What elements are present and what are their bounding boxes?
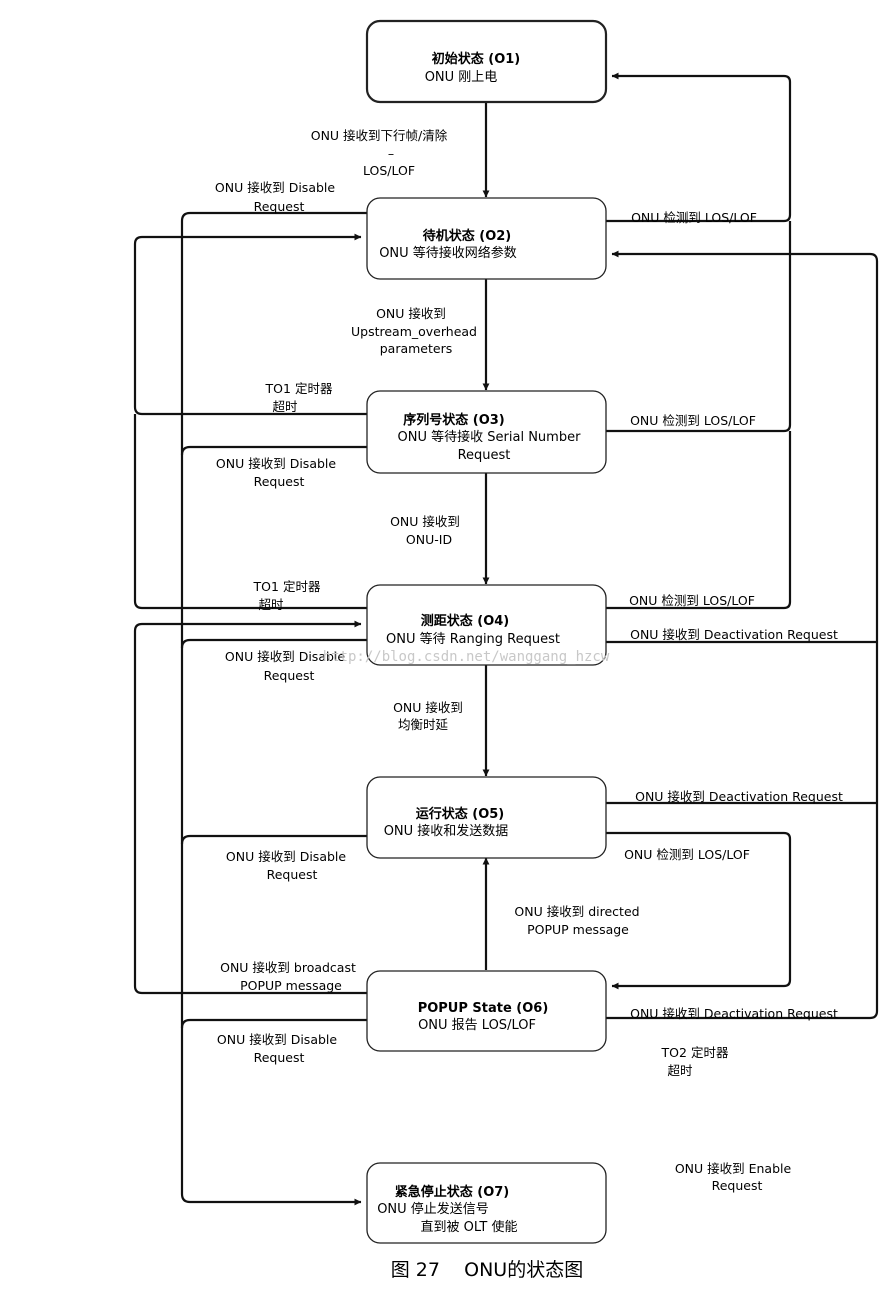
state-o7-box: [366, 1162, 607, 1244]
label-o1-o2-line3: LOS/LOF: [363, 163, 415, 178]
label-to1-2-line1: TO1 定时器: [253, 579, 321, 594]
label-o2-o3-line3: parameters: [380, 341, 453, 356]
state-o2-desc: ONU 等待接收网络参数: [379, 245, 517, 261]
state-o6: POPUP State (O6) ONU 报告 LOS/LOF: [366, 970, 607, 1052]
state-o6-desc: ONU 报告 LOS/LOF: [418, 1018, 536, 1033]
label-o1-o2-line2: –: [388, 146, 394, 161]
label-to1-2-line2: 超时: [258, 597, 284, 612]
label-enable-line2: Request: [712, 1178, 763, 1193]
label-o3-o4-line1: ONU 接收到: [390, 514, 460, 529]
edge-los-o4: [606, 431, 792, 610]
label-deactivation-o4: ONU 接收到 Deactivation Request: [630, 627, 838, 642]
label-o2-o3-line2: Upstream_overhead: [351, 324, 477, 339]
edge-labels: ONU 接收到下行帧/清除 – LOS/LOF ONU 接收到 Disable …: [215, 128, 843, 1193]
label-o3-o4-line2: ONU-ID: [406, 532, 452, 547]
label-disable-3-line1: ONU 接收到 Disable: [225, 649, 345, 664]
state-o1-title: 初始状态 (O1): [432, 51, 521, 67]
label-disable-4-line1: ONU 接收到 Disable: [226, 849, 346, 864]
label-o4-o5-line1: ONU 接收到: [393, 700, 463, 715]
state-o3: 序列号状态 (O3) ONU 等待接收 Serial Number Reques…: [366, 390, 607, 474]
label-directed-line2: POPUP message: [527, 922, 629, 937]
state-o4-title: 测距状态 (O4): [421, 613, 510, 629]
state-o5-title: 运行状态 (O5): [416, 806, 505, 822]
label-o2-o3-line1: ONU 接收到: [376, 306, 446, 321]
label-broadcast-line1: ONU 接收到 broadcast: [220, 960, 356, 975]
state-o4-box: [366, 584, 607, 666]
label-los-o5: ONU 检测到 LOS/LOF: [624, 847, 750, 862]
label-disable-2-line2: Request: [254, 474, 305, 489]
label-los-o4: ONU 检测到 LOS/LOF: [629, 593, 755, 608]
state-o7: 紧急停止状态 (O7) ONU 停止发送信号 直到被 OLT 使能: [366, 1162, 607, 1244]
edge-o5-los-to-o6: [606, 831, 792, 990]
label-los-o2: ONU 检测到 LOS/LOF: [631, 210, 757, 225]
state-o1-box: [365, 19, 608, 104]
watermark-url: http://blog.csdn.net/wanggang_hzcw: [323, 649, 610, 665]
edge-deactivation-to-o2: [606, 250, 879, 1020]
state-o5-box: [366, 776, 607, 859]
state-o5-desc: ONU 接收和发送数据: [384, 823, 509, 839]
label-disable-1-line2: Request: [254, 199, 305, 214]
label-directed-line1: ONU 接收到 directed: [514, 904, 639, 919]
state-o5: 运行状态 (O5) ONU 接收和发送数据: [366, 776, 607, 859]
state-o2-box: [366, 197, 607, 280]
state-o3-desc2: Request: [458, 448, 511, 463]
edge-to1-o4: [133, 414, 367, 610]
edge-los-o3: [606, 221, 792, 433]
edge-disable-o5: [180, 834, 367, 845]
label-disable-4-line2: Request: [267, 867, 318, 882]
state-o1-desc: ONU 刚上电: [425, 70, 498, 85]
label-to1-1-line2: 超时: [272, 399, 298, 414]
state-o7-desc2: 直到被 OLT 使能: [421, 1219, 518, 1235]
state-o7-desc1: ONU 停止发送信号: [377, 1201, 489, 1217]
label-disable-5-line1: ONU 接收到 Disable: [217, 1032, 337, 1047]
state-o2: 待机状态 (O2) ONU 等待接收网络参数: [366, 197, 607, 280]
label-broadcast-line2: POPUP message: [240, 978, 342, 993]
state-o6-box: [366, 970, 607, 1052]
state-o3-title: 序列号状态 (O3): [403, 412, 505, 428]
label-deactivation-o5: ONU 接收到 Deactivation Request: [635, 789, 843, 804]
label-to1-1-line1: TO1 定时器: [265, 381, 333, 396]
state-o7-title: 紧急停止状态 (O7): [395, 1184, 510, 1200]
state-o2-title: 待机状态 (O2): [422, 228, 512, 244]
label-disable-3-line2: Request: [264, 668, 315, 683]
label-enable-line1: ONU 接收到 Enable: [675, 1161, 792, 1176]
state-o3-desc1: ONU 等待接收 Serial Number: [398, 429, 582, 445]
label-los-o3: ONU 检测到 LOS/LOF: [630, 413, 756, 428]
label-disable-1-line1: ONU 接收到 Disable: [215, 180, 335, 195]
state-o4: 测距状态 (O4) ONU 等待 Ranging Request: [366, 584, 607, 666]
label-to2-line1: TO2 定时器: [661, 1045, 729, 1060]
state-o1: 初始状态 (O1) ONU 刚上电: [365, 19, 608, 104]
label-deactivation-o6: ONU 接收到 Deactivation Request: [630, 1006, 838, 1021]
state-o4-desc: ONU 等待 Ranging Request: [386, 631, 560, 647]
figure-caption: 图 27 ONU的状态图: [391, 1259, 583, 1281]
label-o1-o2-line1: ONU 接收到下行帧/清除: [311, 128, 448, 143]
label-disable-5-line2: Request: [254, 1050, 305, 1065]
edge-los-to-o1: [606, 72, 792, 223]
label-to2-line2: 超时: [667, 1063, 693, 1078]
edge-to1-to-o2: [133, 233, 367, 416]
label-disable-2-line1: ONU 接收到 Disable: [216, 456, 336, 471]
state-o3-box: [366, 390, 607, 474]
transition-edges: [133, 72, 879, 1206]
edge-disable-to-o7: [180, 211, 367, 1206]
edge-disable-o4: [180, 638, 367, 649]
edge-disable-o3: [180, 445, 367, 456]
edge-broadcast-to-o4: [133, 620, 367, 995]
label-o4-o5-line2: 均衡时延: [398, 717, 449, 732]
edge-disable-o6: [180, 1018, 367, 1029]
state-o6-title: POPUP State (O6): [418, 1001, 549, 1016]
